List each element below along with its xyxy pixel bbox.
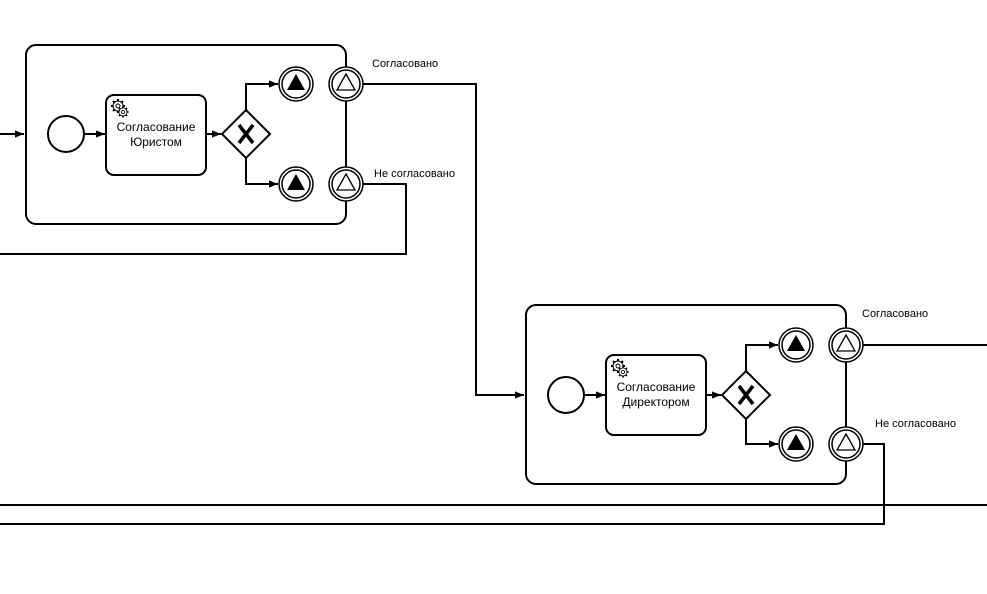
signal-boundary-event-icon xyxy=(835,432,857,451)
signal-end-event-approved[interactable] xyxy=(278,66,314,102)
exclusive-gateway[interactable] xyxy=(220,108,272,160)
boundary-event-rejected[interactable] xyxy=(328,166,364,202)
sequence-flow-approved-to-director xyxy=(363,83,524,399)
boundary-label-rejected: Не согласовано xyxy=(875,418,956,430)
boundary-event-rejected[interactable] xyxy=(828,426,864,462)
sequence-flow-rejected-return-director xyxy=(0,443,885,525)
signal-throw-end-event-icon xyxy=(287,74,305,90)
subprocess-director-approval[interactable] xyxy=(525,304,864,485)
signal-throw-end-event-icon xyxy=(787,335,805,351)
sequence-flow-gateway-to-end-approved xyxy=(745,341,778,371)
signal-end-event-approved[interactable] xyxy=(778,327,814,363)
sequence-flow-gateway-to-end-rejected xyxy=(245,158,278,188)
task-label-line1: Согласование xyxy=(116,120,196,134)
signal-throw-end-event-icon xyxy=(287,174,305,190)
signal-throw-end-event-icon xyxy=(787,434,805,450)
sequence-flow-gateway-to-end-rejected xyxy=(745,419,778,448)
task-label-line1: Согласование xyxy=(616,380,696,394)
signal-end-event-rejected[interactable] xyxy=(278,166,314,202)
signal-boundary-event-icon xyxy=(335,172,357,191)
exclusive-gateway-x-icon xyxy=(237,123,255,145)
signal-boundary-event-icon xyxy=(835,333,857,352)
signal-end-event-rejected[interactable] xyxy=(778,426,814,462)
boundary-label-approved: Согласовано xyxy=(862,308,929,320)
boundary-label-approved: Согласовано xyxy=(372,58,439,70)
task-label-lawyer: Согласование Юристом xyxy=(106,120,206,150)
start-event[interactable] xyxy=(547,376,585,414)
signal-boundary-event-icon xyxy=(335,72,357,91)
exclusive-gateway-x-icon xyxy=(737,384,755,406)
task-label-line2: Директором xyxy=(622,395,690,409)
sequence-flow-gateway-to-end-approved xyxy=(245,80,278,110)
boundary-event-approved[interactable] xyxy=(828,327,864,363)
sequence-flow-rejected-return xyxy=(0,183,407,255)
boundary-label-rejected: Не согласовано xyxy=(374,168,455,180)
subprocess-lawyer-approval[interactable] xyxy=(0,44,364,225)
boundary-event-approved[interactable] xyxy=(328,66,364,102)
task-label-line2: Юристом xyxy=(130,135,182,149)
exclusive-gateway[interactable] xyxy=(720,369,772,421)
task-label-director: Согласование Директором xyxy=(606,380,706,410)
start-event[interactable] xyxy=(47,115,85,153)
